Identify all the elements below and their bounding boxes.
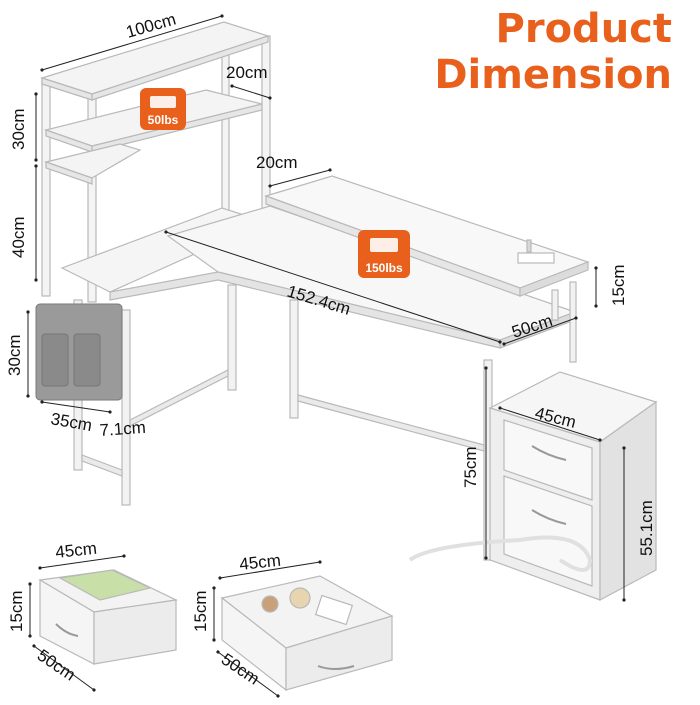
power-strip-icon — [517, 252, 555, 264]
dim-desk-height: 75cm — [461, 446, 480, 488]
dim-bag-height: 30cm — [5, 334, 24, 376]
hanging-folders — [58, 569, 152, 601]
dim-hutch-shelf-depth: 20cm — [226, 63, 268, 82]
dim-riser-height: 15cm — [609, 264, 628, 306]
drawer-with-files — [38, 569, 179, 665]
cabinet-drawer-bottom — [503, 475, 593, 587]
title-line-1: Product — [495, 6, 672, 52]
dim-cabinet-height: 55.1cm — [637, 500, 656, 556]
desk-leg — [227, 284, 237, 391]
tape-icon — [261, 595, 279, 613]
title-line-2: Dimension — [434, 52, 672, 98]
dim-riser-depth: 20cm — [256, 153, 298, 172]
desk-load-badge: 150lbs — [358, 230, 410, 278]
storage-bag — [35, 303, 123, 401]
dim-bag-width: 35cm — [49, 409, 93, 435]
hutch-load-label: 50lbs — [148, 113, 179, 127]
product-dimension-title: Product Dimension — [434, 6, 672, 98]
dim-hutch-lower-height: 40cm — [9, 216, 28, 258]
dim-drawer1-height: 15cm — [7, 590, 26, 632]
desk-load-label: 150lbs — [365, 261, 403, 275]
dim-hutch-upper-height: 30cm — [9, 108, 28, 150]
dim-bag-depth: 7.1cm — [99, 418, 147, 440]
hutch-load-badge: 50lbs — [140, 88, 186, 130]
hutch-post — [41, 77, 51, 297]
dim-drawer1-width: 45cm — [54, 539, 97, 562]
dim-drawer2-width: 45cm — [238, 551, 281, 574]
desk-leg — [121, 309, 131, 506]
desk-leg — [289, 299, 299, 419]
bowl-icon — [289, 587, 311, 609]
dim-drawer2-height: 15cm — [191, 590, 210, 632]
file-cabinet — [408, 371, 658, 602]
dimension-lines — [26, 14, 626, 698]
